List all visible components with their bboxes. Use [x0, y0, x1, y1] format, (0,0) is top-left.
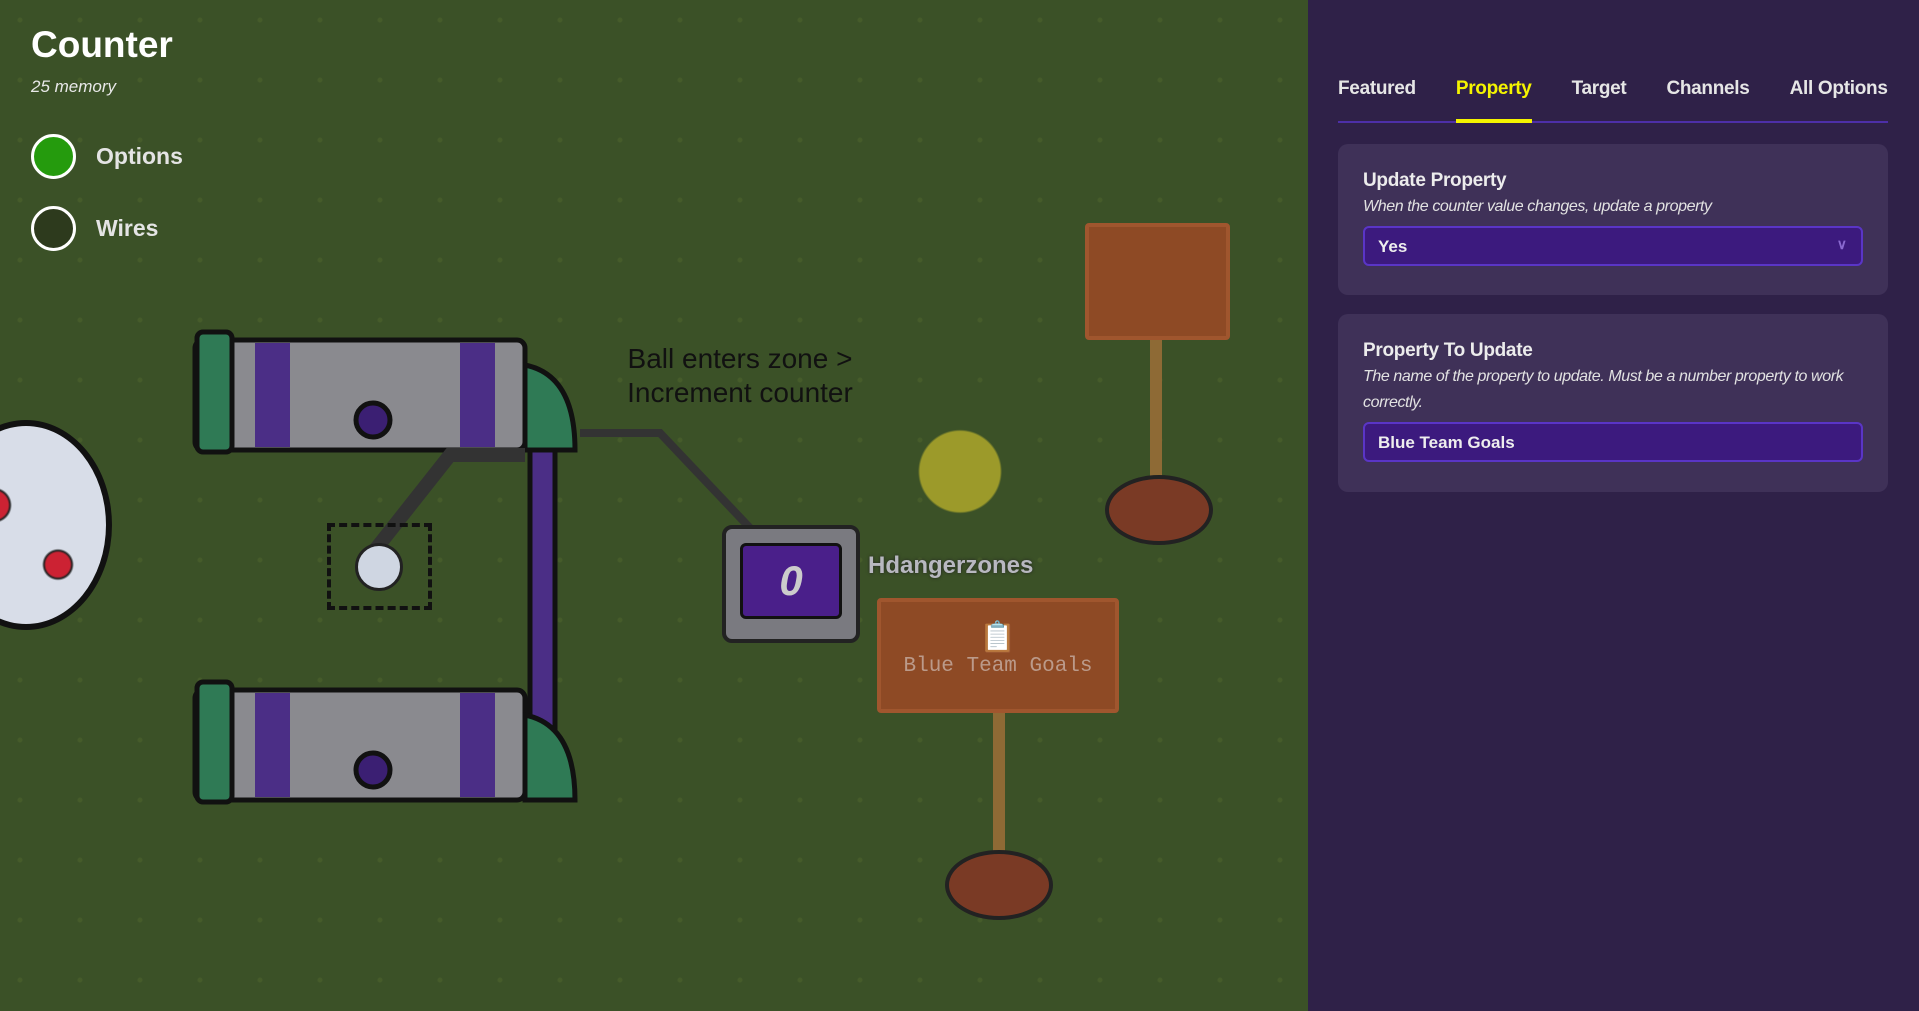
beam	[993, 713, 1005, 883]
update-property-value: Yes	[1378, 237, 1408, 256]
chevron-down-icon: ∨	[1836, 236, 1847, 252]
pedestal	[945, 850, 1053, 920]
tab-all-options[interactable]: All Options	[1789, 78, 1888, 99]
update-property-description: When the counter value changes, update a…	[1363, 198, 1712, 215]
mode-options-label: Options	[96, 143, 183, 169]
memory-cost: 25 memory	[31, 77, 117, 96]
device-title: Counter	[31, 24, 173, 65]
wire	[369, 429, 753, 555]
mode-options[interactable]: Options	[31, 134, 183, 179]
wire-label-line1: Ball enters zone >	[627, 343, 853, 374]
counter-value: 0	[740, 543, 842, 619]
property-to-update-title: Property To Update	[1363, 340, 1533, 361]
mode-wires[interactable]: Wires	[31, 206, 158, 251]
update-property-select[interactable]: Yes ∨	[1363, 226, 1863, 266]
radio-unselected-icon[interactable]	[31, 206, 76, 251]
wire-label-line2: Increment counter	[627, 377, 853, 408]
tab-channels[interactable]: Channels	[1666, 78, 1750, 99]
game-canvas[interactable]: Ball enters zone > Increment counter 0 H…	[0, 0, 1308, 1011]
update-property-card: Update Property When the counter value c…	[1338, 144, 1888, 295]
tab-target[interactable]: Target	[1571, 78, 1627, 99]
beam	[1150, 340, 1162, 500]
goal[interactable]	[185, 325, 585, 805]
property-to-update-card: Property To Update The name of the prope…	[1338, 314, 1888, 492]
player-name: Hdangerzones	[868, 552, 1034, 579]
options-panel: Featured Property Target Channels All Op…	[1308, 0, 1919, 1011]
tab-bar: Featured Property Target Channels All Op…	[1338, 76, 1888, 123]
property-sign-label: Blue Team Goals	[903, 655, 1093, 678]
counter-device[interactable]: 0	[722, 525, 860, 643]
clipboard-icon: 📋	[979, 621, 1017, 654]
tab-property[interactable]: Property	[1455, 76, 1532, 123]
spawn-sign[interactable]	[1085, 223, 1230, 340]
mode-wires-label: Wires	[96, 215, 159, 241]
tab-featured[interactable]: Featured	[1338, 78, 1416, 99]
radio-selected-icon[interactable]	[31, 134, 76, 179]
wire-label: Ball enters zone > Increment counter	[590, 342, 890, 410]
zone-selection[interactable]	[327, 523, 432, 610]
property-to-update-input[interactable]: Blue Team Goals	[1363, 422, 1863, 462]
soccer-ball[interactable]	[0, 420, 112, 630]
property-to-update-description: The name of the property to update. Must…	[1363, 368, 1844, 411]
pedestal	[1105, 475, 1213, 545]
player-avatar	[905, 400, 1015, 530]
property-sign[interactable]: 📋 Blue Team Goals	[877, 598, 1119, 713]
ball-spawner-icon	[355, 543, 403, 591]
update-property-title: Update Property	[1363, 170, 1507, 191]
